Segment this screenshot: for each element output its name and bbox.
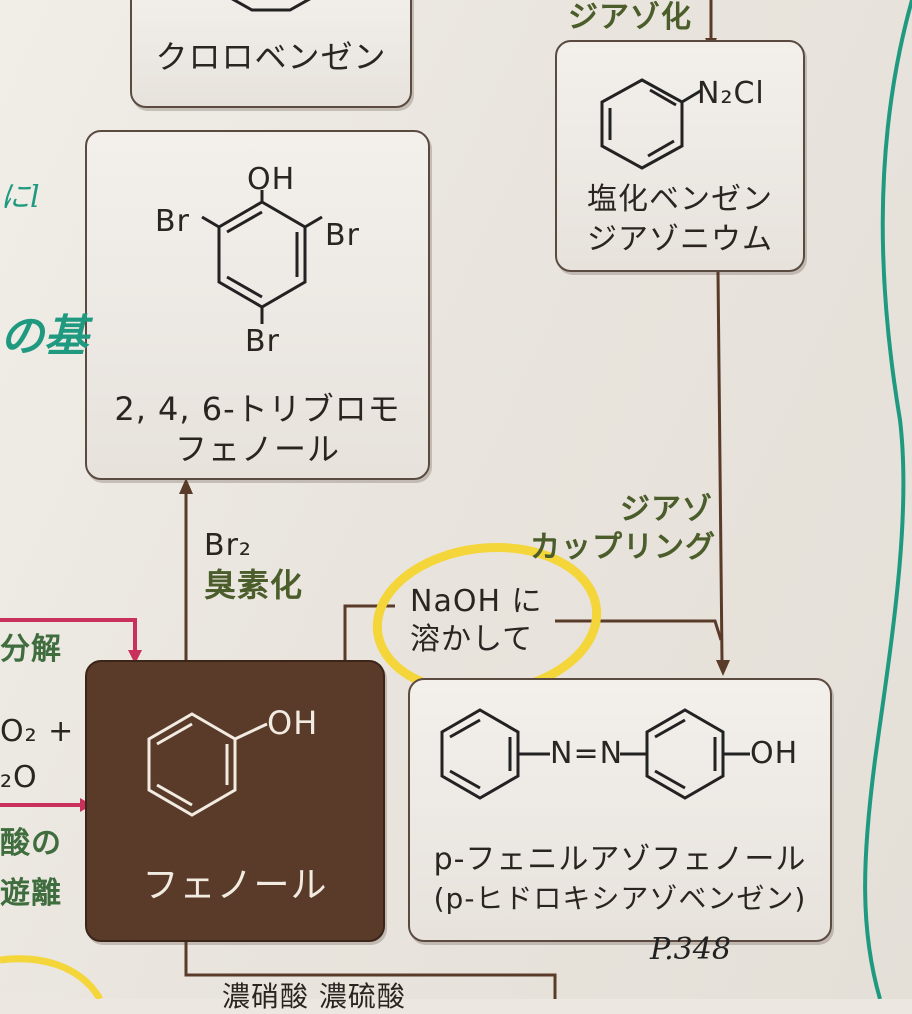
- phenol-box: OH フェノール: [85, 660, 385, 942]
- chlorobenzene-box: クロロベンゼン: [130, 0, 412, 108]
- oh-label: OH: [247, 162, 296, 197]
- phenol-structure: [147, 712, 268, 817]
- left-h2o-label: ₂O: [0, 760, 38, 795]
- bromination-reagent: Br₂: [204, 528, 252, 563]
- tribromophenol-structure: [201, 190, 323, 324]
- azo-label-line2: (p-ヒドロキシアゾベンゼン): [433, 882, 807, 915]
- bromination-arrowhead: [179, 478, 193, 494]
- diazonium-structure: [600, 78, 703, 170]
- diazonium-formula: N₂Cl: [697, 76, 765, 111]
- azo-label-line1: p-フェニルアゾフェノール: [433, 842, 807, 877]
- coupling-arrowhead: [716, 660, 730, 676]
- tribromophenol-label-line1: 2, 4, 6-トリブロモ: [114, 390, 401, 428]
- diazonium-box: N₂Cl 塩化ベンゼン ジアゾニウム: [555, 40, 805, 272]
- green-handwriting-1: にl: [0, 180, 40, 215]
- tribromophenol-box: OH Br Br Br 2, 4, 6-トリブロモ フェノール: [85, 130, 430, 480]
- naoh-label-line2: 溶かして: [410, 622, 534, 657]
- naoh-label-line1: NaOH に: [410, 584, 543, 619]
- azo-nn-label: N=N: [550, 736, 624, 771]
- diazonium-label-line1: 塩化ベンゼン: [587, 182, 773, 217]
- left-acid-label: 酸の: [0, 826, 62, 861]
- phenol-oh-label: OH: [267, 704, 319, 742]
- br-right-label: Br: [325, 218, 360, 253]
- bromination-label: 臭素化: [204, 566, 304, 604]
- br-bottom-label: Br: [245, 324, 280, 359]
- coupling-label-line2: カップリング: [530, 530, 716, 565]
- left-decomp-label: 分解: [0, 632, 62, 667]
- azo-structure: [440, 708, 750, 800]
- page-reference-note: P.348: [650, 932, 731, 967]
- bottom-reagents-label: 濃硝酸 濃硫酸: [222, 980, 406, 1013]
- benzene-fragment-icon: [231, 0, 311, 12]
- left-free-label: 遊離: [0, 876, 62, 911]
- chlorobenzene-label: クロロベンゼン: [155, 38, 387, 76]
- azo-product-box: N=N OH p-フェニルアゾフェノール (p-ヒドロキシアゾベンゼン): [408, 678, 832, 942]
- br-left-label: Br: [155, 204, 190, 239]
- tribromophenol-label-line2: フェノール: [174, 430, 340, 468]
- green-handwriting-2: の基: [0, 311, 88, 362]
- phenol-label: フェノール: [142, 865, 328, 906]
- azo-oh-label: OH: [750, 736, 799, 771]
- coupling-label-line1: ジアゾ: [620, 492, 713, 527]
- diazotization-label: ジアゾ化: [568, 0, 692, 35]
- diazonium-label-line2: ジアゾニウム: [587, 222, 773, 257]
- left-co2-label: O₂ +: [0, 714, 75, 749]
